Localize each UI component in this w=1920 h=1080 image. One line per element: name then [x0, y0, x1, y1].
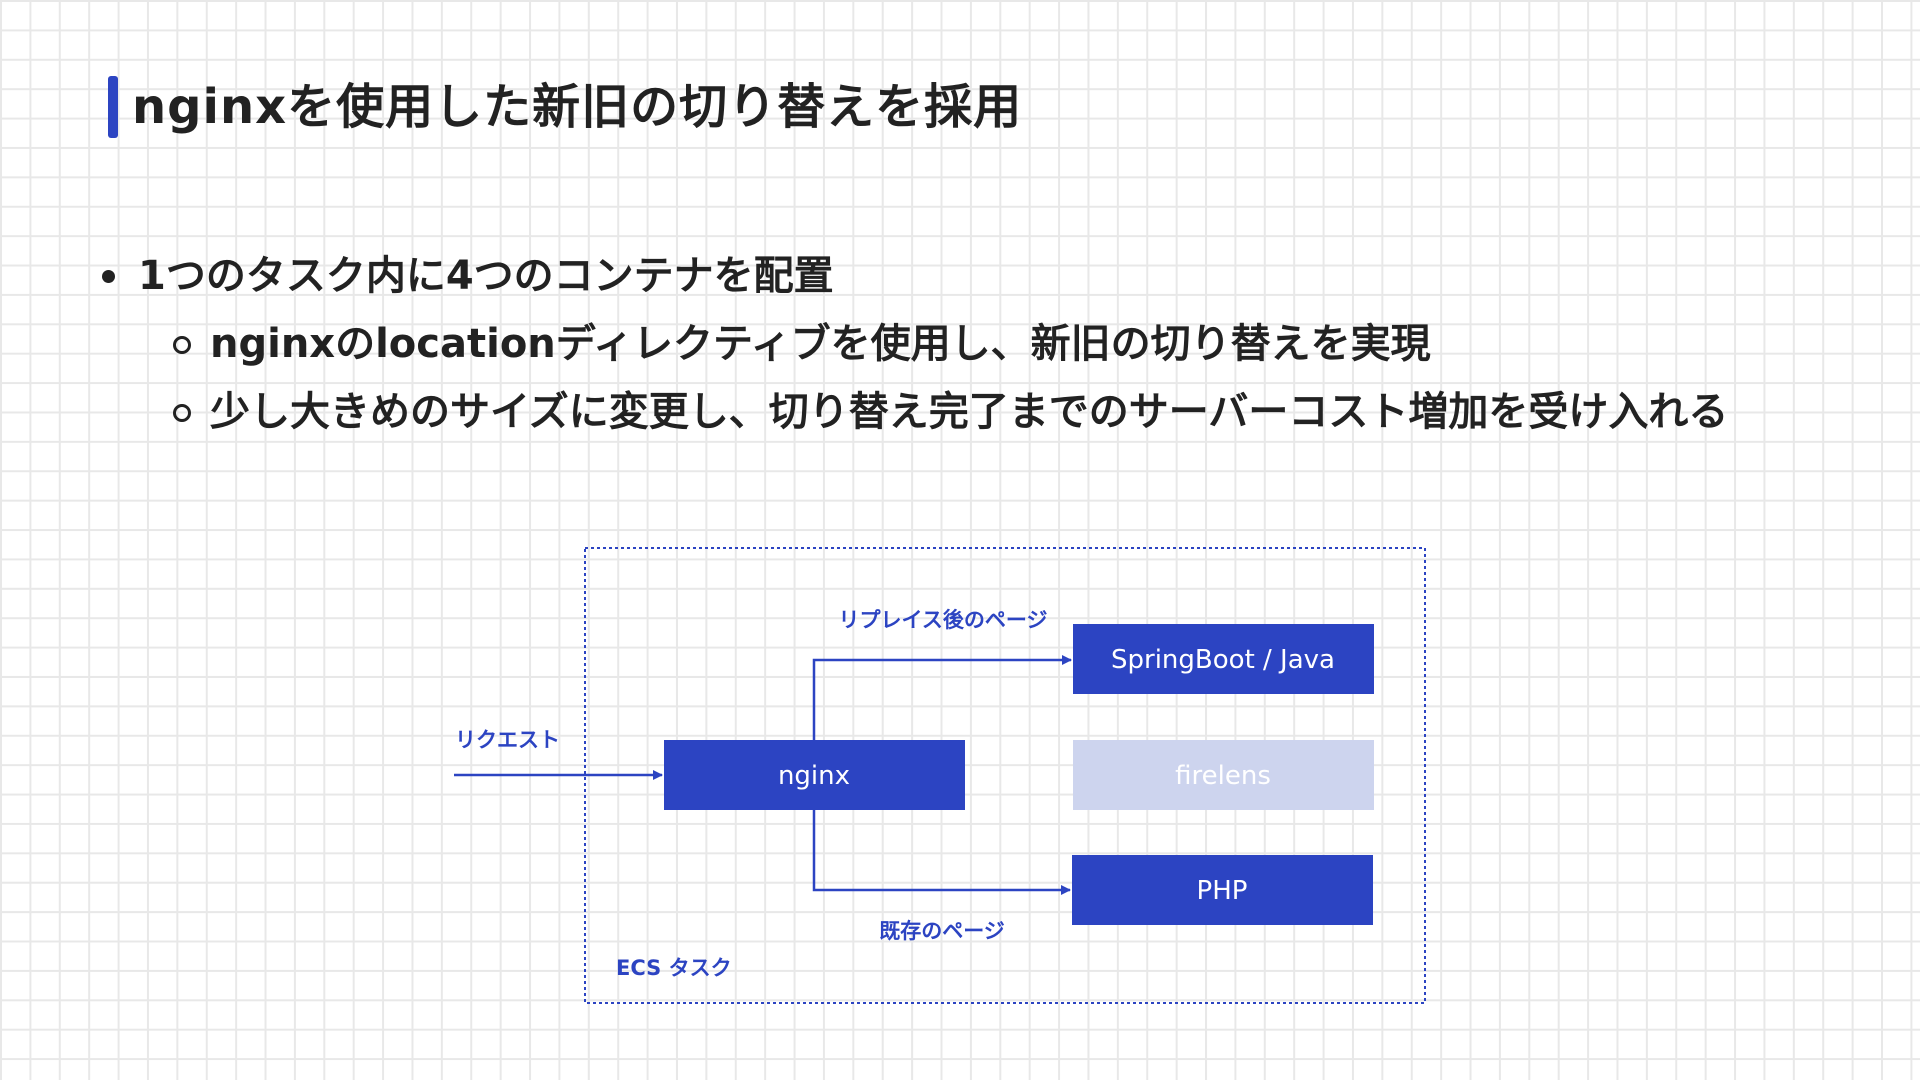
springboot-node-label: SpringBoot / Java [1111, 645, 1335, 675]
bullet-disc-icon [102, 270, 115, 283]
request-label: リクエスト [455, 728, 560, 752]
nginx-node [664, 740, 965, 810]
existing-page-label: 既存のページ [879, 919, 1005, 943]
firelens-node-label: firelens [1175, 761, 1271, 791]
edge-to-php [812, 810, 1071, 895]
bullet-circle-icon [173, 336, 191, 354]
page-title: nginxを使用した新旧の切り替えを採用 [132, 79, 1023, 135]
firelens-node [1073, 740, 1374, 810]
replaced-page-label: リプレイス後のページ [839, 608, 1048, 632]
edge-to-springboot [812, 655, 1072, 740]
sub-bullet-item: 少し大きめのサイズに変更し、切り替え完了までのサーバーコスト増加を受け入れる [210, 389, 1729, 435]
nginx-node-label: nginx [778, 761, 850, 791]
title-accent-bar [108, 76, 118, 138]
ecs-task-group [584, 547, 1426, 1004]
php-node [1072, 855, 1373, 925]
springboot-node [1073, 624, 1374, 694]
sub-bullet-item: nginxのlocationディレクティブを使用し、新旧の切り替えを実現 [210, 321, 1431, 367]
bullet-item: 1つのタスク内に4つのコンテナを配置 [138, 253, 834, 299]
bullet-circle-icon [173, 404, 191, 422]
php-node-label: PHP [1197, 876, 1248, 906]
ecs-task-label: ECS タスク [616, 956, 732, 980]
